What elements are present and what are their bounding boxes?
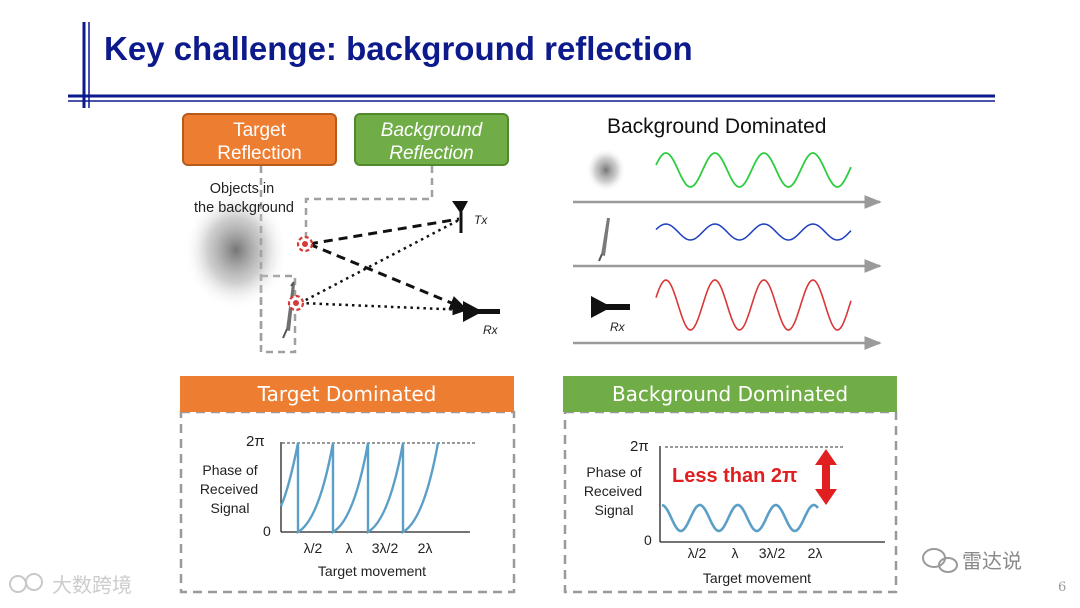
- watermark-left-text: 大数跨境: [52, 573, 132, 597]
- td-ylabel-2: Received: [200, 481, 258, 497]
- bd-ylabel-1: Phase of: [586, 464, 641, 480]
- td-ylabel-3: Signal: [211, 500, 250, 516]
- bd-y-zero: 0: [644, 532, 652, 548]
- watermark-right-text: 雷达说: [962, 549, 1022, 573]
- background-object-blob: [184, 190, 288, 310]
- background-dominated-chart: Less than 2π 2π 0 Phase of Received Sign…: [563, 410, 898, 594]
- target-reflection-box: Target Reflection: [182, 113, 337, 166]
- bd-tick-2: λ: [732, 545, 739, 561]
- bd-ylabel-3: Signal: [595, 502, 634, 518]
- target-dominated-title: Target Dominated: [180, 376, 514, 412]
- bd-annotation: Less than 2π: [672, 465, 797, 487]
- bg-box-line1: Background: [380, 120, 483, 141]
- bg-box-line2: Reflection: [389, 143, 474, 164]
- page-number: 6: [1058, 580, 1066, 595]
- bd-ylabel-2: Received: [584, 483, 642, 499]
- td-tick-2: λ: [346, 540, 353, 556]
- target-box-line1: Target: [233, 120, 286, 141]
- target-box-line2: Reflection: [217, 143, 302, 164]
- bd-xlabel: Target movement: [703, 570, 811, 586]
- tx-label: Tx: [474, 213, 488, 227]
- waveform-panel: Rx: [573, 148, 882, 350]
- pen-thumb-icon: [598, 218, 610, 262]
- tx-antenna-icon: [452, 201, 468, 233]
- sawtooth-phase-curve: [279, 442, 440, 535]
- background-reflection-box: Background Reflection: [354, 113, 509, 166]
- rx-label: Rx: [483, 323, 499, 337]
- rx-thumb-icon: [591, 296, 630, 318]
- td-tick-4: 2λ: [418, 540, 433, 556]
- objects-label-line2: the background: [194, 200, 294, 216]
- objects-label-line1: Objects in: [210, 181, 274, 197]
- waveform-title: Background Dominated: [607, 115, 827, 138]
- td-y-zero: 0: [263, 523, 271, 539]
- red-wave: [655, 279, 852, 331]
- td-y-top: 2π: [246, 433, 265, 450]
- background-object-thumb: [586, 148, 626, 192]
- bd-y-top: 2π: [630, 438, 649, 455]
- green-wave: [655, 152, 852, 188]
- watermark-right: 雷达说: [922, 548, 1022, 573]
- bd-tick-4: 2λ: [808, 545, 823, 561]
- title-decoration: [68, 22, 995, 108]
- td-xlabel: Target movement: [318, 563, 426, 579]
- slide-title: Key challenge: background reflection: [104, 30, 693, 67]
- td-tick-1: λ/2: [304, 540, 323, 556]
- small-phase-curve: [661, 503, 819, 533]
- bd-tick-3: 3λ/2: [759, 545, 786, 561]
- background-dominated-title: Background Dominated: [563, 376, 897, 412]
- watermark-left: 大数跨境: [9, 573, 132, 597]
- reflection-diagram: Objects in the background Tx Rx: [184, 166, 500, 354]
- rx-antenna-icon: [463, 301, 500, 322]
- blue-wave: [655, 223, 852, 241]
- target-dominated-chart: 2π 0 Phase of Received Signal λ/2 λ 3λ/2…: [179, 410, 516, 594]
- bd-tick-1: λ/2: [688, 545, 707, 561]
- td-ylabel-1: Phase of: [202, 462, 257, 478]
- red-double-arrow: [815, 449, 837, 505]
- td-tick-3: 3λ/2: [372, 540, 399, 556]
- rx-thumb-label: Rx: [610, 320, 626, 334]
